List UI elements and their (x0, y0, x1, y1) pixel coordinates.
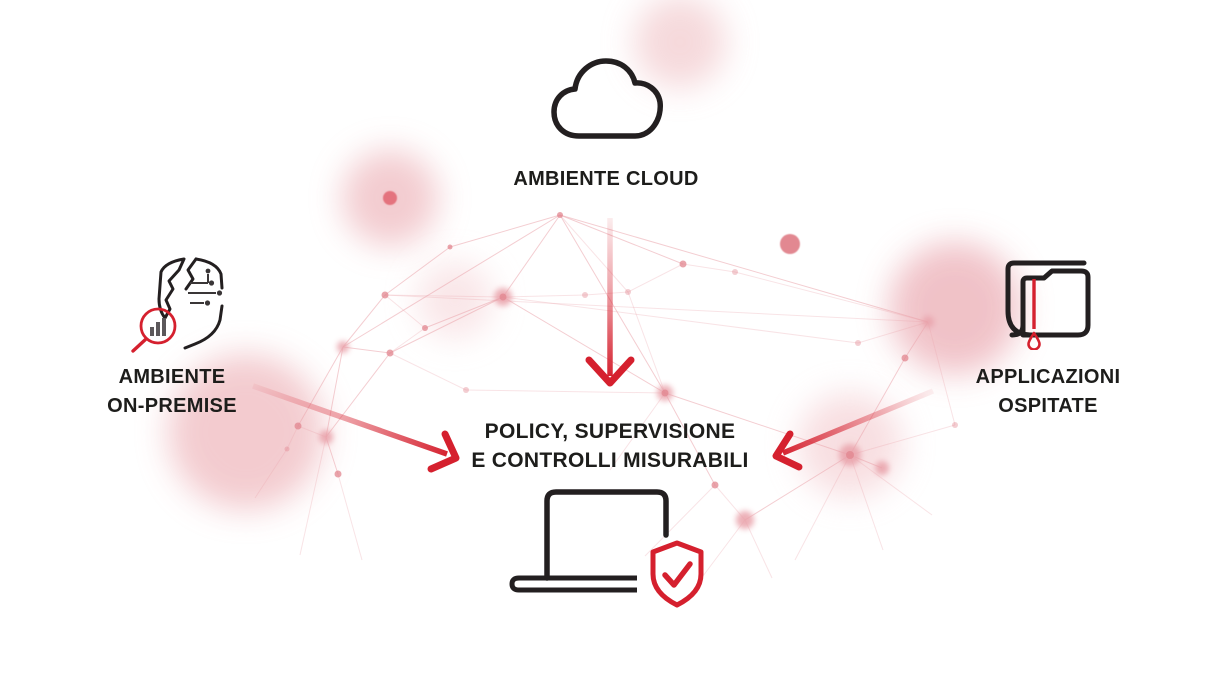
network-mesh-nodes (284, 212, 958, 529)
red-dot-large (780, 234, 800, 254)
arrow-onpremise-to-center (252, 383, 460, 473)
cloud-label: AMBIENTE CLOUD (513, 168, 699, 190)
checkmark (662, 561, 693, 588)
cloud-icon (551, 58, 663, 139)
laptop-shield-check-icon (509, 489, 704, 608)
folder-ribbon-icon (1005, 260, 1091, 350)
circuit-traces (188, 268, 223, 306)
ribbon-drop (1027, 279, 1041, 350)
glow-blobs (168, 0, 1021, 510)
network-mesh-edges (254, 214, 956, 581)
chip-analysis-magnifier-icon (131, 257, 224, 353)
bar-chart-glyph (150, 318, 166, 336)
arrow-hostedapps-to-center (772, 388, 935, 471)
center-policy-label: POLICY, SUPERVISIONE E CONTROLLI MISURAB… (471, 420, 749, 472)
on-premise-label: AMBIENTE ON-PREMISE (107, 366, 237, 417)
shield-check-icon (650, 540, 704, 608)
magnifier-icon (131, 307, 177, 353)
red-dot-small (383, 191, 397, 205)
arrow-cloud-to-center (585, 218, 635, 387)
hosted-apps-label: APPLICAZIONI OSPITATE (975, 366, 1121, 417)
